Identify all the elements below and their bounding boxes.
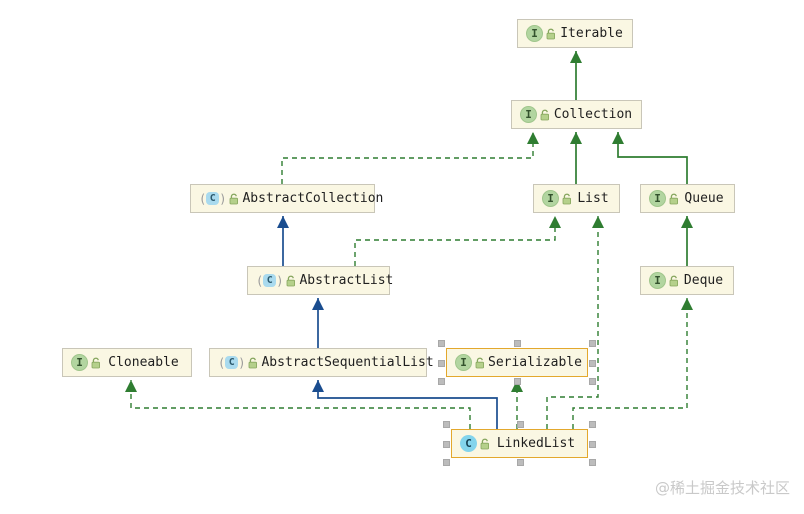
selection-handle[interactable] — [443, 459, 450, 466]
class-node-iterable[interactable]: I Iterable — [517, 19, 633, 48]
watermark-text: @稀土掘金技术社区 — [654, 479, 790, 497]
open-lock-icon — [286, 275, 297, 287]
interface-icon: I — [649, 190, 666, 207]
edge-linkedlist-extends-abstractsequentiallist[interactable] — [312, 380, 498, 429]
class-node-abstractcollection[interactable]: C AbstractCollection — [190, 184, 383, 213]
class-node-label: AbstractSequentialList — [261, 355, 434, 370]
selection-handle[interactable] — [438, 359, 445, 367]
abstract-class-icon: C — [218, 356, 245, 370]
interface-icon: I — [649, 272, 666, 289]
open-lock-icon — [669, 193, 680, 205]
class-node-label: List — [577, 191, 609, 206]
class-node-abstractlist[interactable]: C AbstractList — [247, 266, 394, 295]
class-node-label: AbstractList — [299, 273, 394, 288]
class-node-serializable[interactable]: I Serializable — [438, 340, 596, 385]
class-node-queue[interactable]: I Queue — [640, 184, 735, 213]
interface-icon: I — [542, 190, 559, 207]
open-lock-icon — [480, 438, 491, 450]
open-lock-icon — [669, 275, 680, 287]
selection-handle[interactable] — [589, 378, 596, 385]
class-node-label: Serializable — [488, 355, 582, 370]
class-node-label: Iterable — [560, 26, 623, 41]
open-lock-icon — [91, 357, 102, 369]
class-node-label: AbstractCollection — [242, 191, 384, 206]
interface-icon: I — [526, 25, 543, 42]
class-node-label: Deque — [683, 273, 724, 288]
class-node-label: Cloneable — [108, 355, 179, 370]
open-lock-icon — [475, 357, 486, 369]
selection-handle[interactable] — [589, 421, 596, 428]
selection-handle[interactable] — [443, 440, 450, 448]
selection-handle[interactable] — [589, 359, 596, 367]
class-node-deque[interactable]: I Deque — [640, 266, 734, 295]
edge-linkedlist-implements-cloneable[interactable] — [125, 380, 471, 429]
interface-icon: I — [520, 106, 537, 123]
selection-handle[interactable] — [516, 421, 524, 428]
selection-handle[interactable] — [589, 440, 596, 448]
interface-icon: I — [71, 354, 88, 371]
selection-handle[interactable] — [514, 378, 521, 385]
interface-icon: I — [455, 354, 472, 371]
selection-handle[interactable] — [516, 459, 524, 466]
selection-handle[interactable] — [443, 421, 450, 428]
open-lock-icon — [562, 193, 573, 205]
class-node-collection[interactable]: I Collection — [511, 100, 642, 129]
edge-queue-extends-collection[interactable] — [612, 132, 688, 184]
selection-handle[interactable] — [589, 459, 596, 466]
class-node-linkedlist[interactable]: C LinkedList — [443, 421, 596, 466]
class-node-label: Collection — [553, 107, 633, 122]
selection-handle[interactable] — [438, 378, 445, 385]
edge-linkedlist-implements-deque[interactable] — [572, 298, 693, 429]
selection-handle[interactable] — [589, 340, 596, 347]
edge-linkedlist-implements-list[interactable] — [546, 216, 604, 429]
open-lock-icon — [540, 109, 551, 121]
class-icon: C — [460, 435, 477, 452]
open-lock-icon — [229, 193, 240, 205]
open-lock-icon — [546, 28, 557, 40]
abstract-class-icon: C — [256, 274, 283, 288]
selection-handle[interactable] — [438, 340, 445, 347]
edge-abstractlist-implements-list[interactable] — [354, 216, 561, 266]
edge-abstractcollection-implements-collection[interactable] — [281, 132, 539, 184]
open-lock-icon — [248, 357, 259, 369]
class-node-label: LinkedList — [496, 436, 576, 451]
abstract-class-icon: C — [199, 192, 226, 206]
class-node-list[interactable]: I List — [533, 184, 620, 213]
class-node-cloneable[interactable]: I Cloneable — [62, 348, 192, 377]
selection-handle[interactable] — [514, 340, 521, 347]
class-node-abstractsequentiallist[interactable]: C AbstractSequentialList — [209, 348, 434, 377]
class-node-label: Queue — [684, 191, 724, 206]
